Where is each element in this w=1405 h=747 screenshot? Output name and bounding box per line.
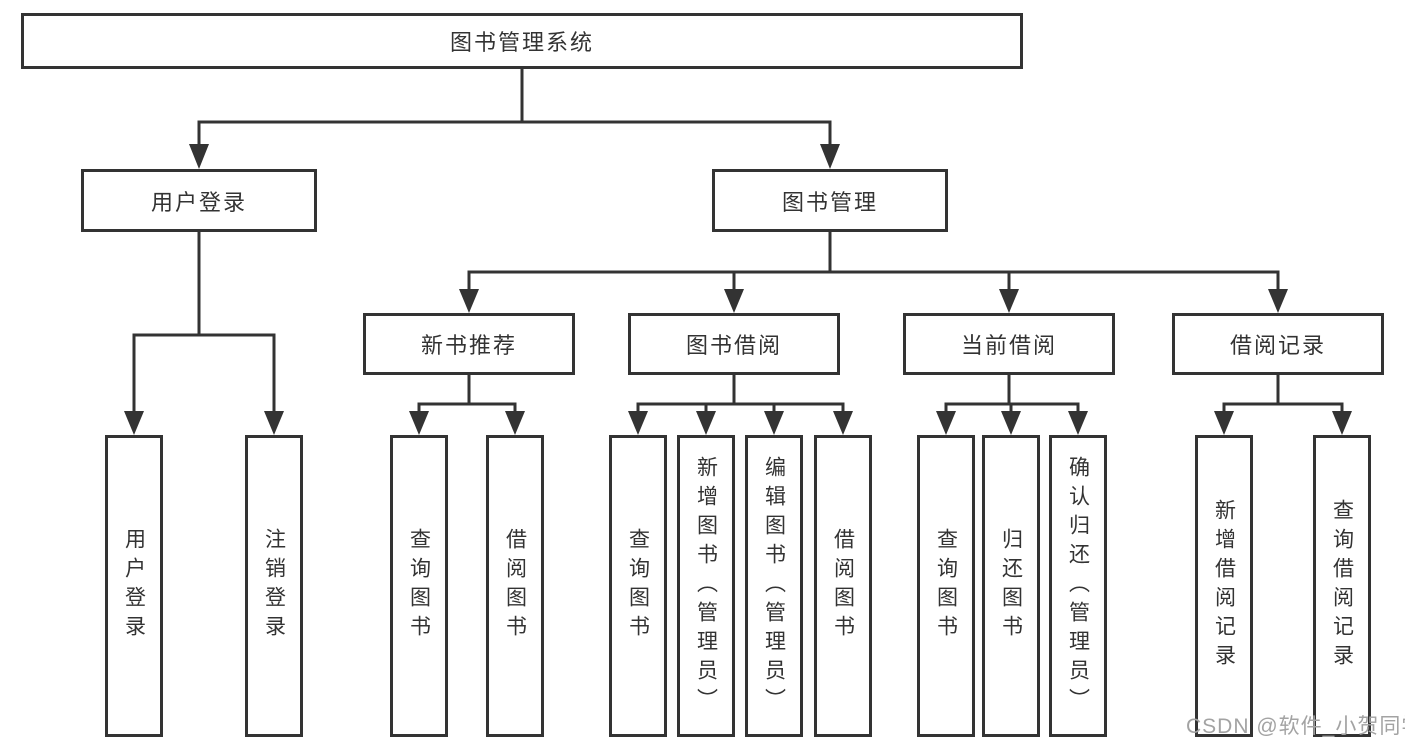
leaf-query-books-2: 查询图书 [609,435,667,737]
connector-currentborrow-split [944,375,1080,417]
leaf-query-borrow-record: 查询借阅记录 [1313,435,1371,737]
arrowhead-icon [999,289,1019,313]
leaf-borrow-books-2: 借阅图书 [814,435,872,737]
arrowhead-icon [1268,289,1288,313]
node-label: 新增图书（管理员） [694,455,718,717]
leaf-confirm-return-admin: 确认归还（管理员） [1049,435,1107,737]
connector-bookborrow-split [636,375,845,417]
leaf-query-books-1: 查询图书 [390,435,448,737]
connector-newbookrec-split [417,375,517,417]
node-new-book-recommend: 新书推荐 [363,313,575,375]
node-label: 用户登录 [122,528,146,644]
arrowhead-icon [1214,411,1234,435]
arrowhead-icon [264,411,284,435]
node-label: 图书管理 [781,189,878,215]
node-library-management-system: 图书管理系统 [21,13,1023,69]
arrowheads [124,144,1352,435]
arrowhead-icon [696,411,716,435]
leaf-return-books: 归还图书 [982,435,1040,737]
connector-borrowrecords-split [1222,375,1344,417]
node-label: 借阅记录 [1229,333,1326,358]
connector-userlogin-split [132,232,276,416]
node-label: 查询图书 [626,528,650,644]
arrowhead-icon [409,411,429,435]
arrowhead-icon [833,411,853,435]
node-label: 确认归还（管理员） [1066,455,1090,717]
node-current-borrowing: 当前借阅 [903,313,1115,375]
arrowhead-icon [724,289,744,313]
leaf-add-books-admin: 新增图书（管理员） [677,435,735,737]
node-label: 查询图书 [934,528,958,644]
arrowhead-icon [628,411,648,435]
connector-bookmgmt-split [467,232,1280,295]
arrowhead-icon [1332,411,1352,435]
connector-root-split [197,69,832,150]
leaf-borrow-books-1: 借阅图书 [486,435,544,737]
leaf-query-books-3: 查询图书 [917,435,975,737]
arrowhead-icon [189,144,209,169]
node-label: 归还图书 [999,528,1023,644]
node-label: 用户登录 [150,189,247,215]
arrowhead-icon [936,411,956,435]
node-label: 注销登录 [262,528,286,644]
node-label: 查询借阅记录 [1330,499,1354,673]
node-book-management: 图书管理 [712,169,948,232]
node-book-borrowing: 图书借阅 [628,313,840,375]
node-label: 图书借阅 [685,333,782,358]
node-user-login: 用户登录 [81,169,317,232]
leaf-user-login: 用户登录 [105,435,163,737]
node-label: 编辑图书（管理员） [762,455,786,717]
node-label: 新书推荐 [420,333,517,358]
node-borrowing-records: 借阅记录 [1172,313,1384,375]
arrowhead-icon [1001,411,1021,435]
arrowhead-icon [1068,411,1088,435]
leaf-edit-books-admin: 编辑图书（管理员） [745,435,803,737]
node-label: 新增借阅记录 [1212,499,1236,673]
csdn-watermark: CSDN @软件_小贺同学 [1186,715,1405,738]
node-label: 图书管理系统 [449,30,594,55]
leaf-add-borrow-record: 新增借阅记录 [1195,435,1253,737]
node-label: 借阅图书 [831,528,855,644]
node-label: 借阅图书 [503,528,527,644]
arrowhead-icon [124,411,144,435]
node-label: 查询图书 [407,528,431,644]
arrowhead-icon [764,411,784,435]
node-label: 当前借阅 [960,333,1057,358]
arrowhead-icon [505,411,525,435]
arrowhead-icon [820,144,840,169]
leaf-logout: 注销登录 [245,435,303,737]
arrowhead-icon [459,289,479,313]
